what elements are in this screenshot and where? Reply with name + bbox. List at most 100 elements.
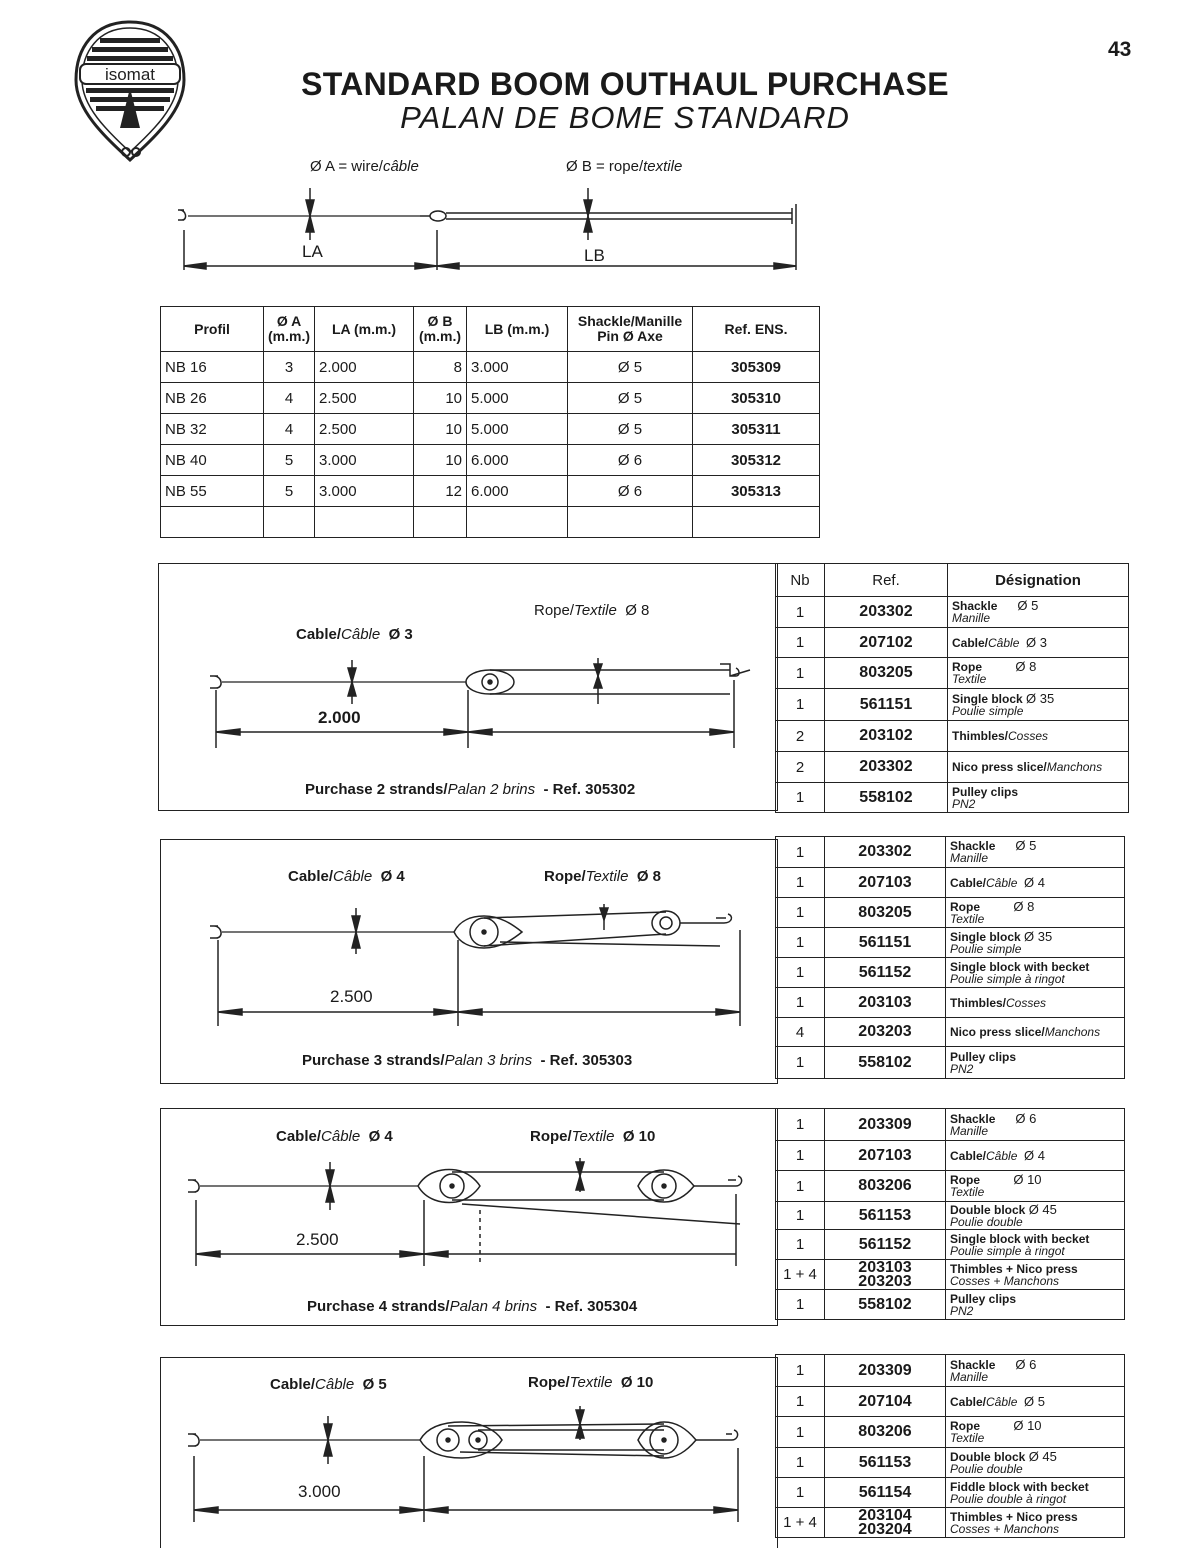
cell-nb: 1 (775, 1354, 825, 1387)
cell-nb: 1 (775, 987, 825, 1018)
cell-ref-ens: 305313 (692, 475, 820, 507)
cell-ref: 561151 (824, 927, 946, 958)
cell-ref: 561154 (824, 1477, 946, 1508)
cell-diam-a: 4 (263, 382, 315, 414)
rope-diameter-label: Ø B = rope/textile (566, 158, 683, 175)
cell-ref: 203302 (824, 596, 948, 628)
cell-ref: 561151 (824, 688, 948, 721)
cell-shackle: Ø 5 (567, 413, 693, 445)
cell-ref: 203203 (824, 1017, 946, 1047)
cell-nb: 2 (775, 751, 825, 783)
table-row: 4 203203 Nico press slice/Manchons (775, 1017, 1125, 1047)
cable-label: Cable/Câble Ø 3 (296, 626, 413, 643)
cell-diam-a: 5 (263, 444, 315, 476)
table-row-empty (160, 506, 820, 538)
cell-nb: 1 (775, 836, 825, 868)
page-number: 43 (1108, 38, 1132, 61)
table-row: 1 207103 Cable/Câble Ø 4 (775, 1140, 1125, 1171)
cell-nb: 4 (775, 1017, 825, 1047)
rope-label: Rope/Textile Ø 8 (544, 868, 662, 885)
table-row: NB 40 5 3.000 10 6.000 Ø 6 305312 (160, 444, 820, 476)
table-row: NB 16 3 2.000 8 3.000 Ø 5 305309 (160, 351, 820, 383)
col-ref-ens: Ref. ENS. (692, 306, 820, 352)
table-row: NB 26 4 2.500 10 5.000 Ø 5 305310 (160, 382, 820, 414)
table-row: 2 203102 Thimbles/Cosses (775, 720, 1129, 752)
cell-nb: 1 (775, 897, 825, 928)
cell-designation: Cable/Câble Ø 5 (945, 1386, 1125, 1417)
cell-shackle: Ø 6 (567, 444, 693, 476)
cell-nb: 2 (775, 720, 825, 752)
cell-la: 2.500 (314, 413, 414, 445)
table-row: 1 207102 Cable/Câble Ø 3 (775, 627, 1129, 658)
cell-lb: 5.000 (466, 413, 568, 445)
cell-nb: 1 (775, 1289, 825, 1320)
cell-profil: NB 40 (160, 444, 264, 476)
cell-nb: 1 (775, 1447, 825, 1478)
cell-ref: 203302 (824, 836, 946, 868)
col-profil: Profil (160, 306, 264, 352)
cell-nb: 1 (775, 782, 825, 813)
lb-label: LB (584, 246, 605, 265)
cell-ref: 561152 (824, 1229, 946, 1260)
cell-profil: NB 16 (160, 351, 264, 383)
table-row: 1 203103 Thimbles/Cosses (775, 987, 1125, 1018)
cell-lb: 6.000 (466, 475, 568, 507)
col-nb: Nb (775, 563, 825, 597)
cell-designation: Thimbles/Cosses (945, 987, 1125, 1018)
cell-designation: Cable/Câble Ø 4 (945, 867, 1125, 898)
logo-text: isomat (105, 65, 155, 84)
cell-nb: 1 (775, 688, 825, 721)
rope-label: Rope/Textile Ø 10 (528, 1374, 654, 1391)
cell-ref-ens: 305311 (692, 413, 820, 445)
cell-nb: 1 (775, 1201, 825, 1230)
cable-label: Cable/Câble Ø 4 (288, 868, 405, 885)
cell-ref: 803205 (824, 897, 946, 928)
cell-ref: 207103 (824, 1140, 946, 1171)
cell-ref: 558102 (824, 1289, 946, 1320)
col-shackle: Shackle/Manille Pin Ø Axe (567, 306, 693, 352)
cell-ref-ens: 305310 (692, 382, 820, 414)
table-row: NB 32 4 2.500 10 5.000 Ø 5 305311 (160, 413, 820, 445)
page-subtitle: PALAN DE BOME STANDARD (400, 100, 850, 135)
wire-diameter-label: Ø A = wire/câble (310, 158, 419, 175)
cell-diam-b: 8 (413, 351, 467, 383)
cell-profil: NB 55 (160, 475, 264, 507)
cell-ref: 203102 (824, 720, 948, 752)
cell-ref: 207102 (824, 627, 948, 658)
col-lb: LB (m.m.) (466, 306, 568, 352)
cell-ref: 803205 (824, 657, 948, 689)
cell-la: 3.000 (314, 444, 414, 476)
cell-ref: 203302 (824, 751, 948, 783)
cable-label: Cable/Câble Ø 5 (270, 1376, 387, 1393)
cell-ref: 203309 (824, 1354, 946, 1387)
cell-diam-b: 10 (413, 444, 467, 476)
cell-diam-b: 12 (413, 475, 467, 507)
col-diam-b: Ø B (m.m.) (413, 306, 467, 352)
isomat-logo: isomat (74, 20, 186, 163)
length-label: 2.000 (318, 708, 361, 727)
cell-designation: Nico press slice/Manchons (947, 751, 1129, 783)
purchase-diagram (210, 904, 741, 1026)
purchase-diagram (210, 658, 751, 748)
cell-diam-a: 3 (263, 351, 315, 383)
